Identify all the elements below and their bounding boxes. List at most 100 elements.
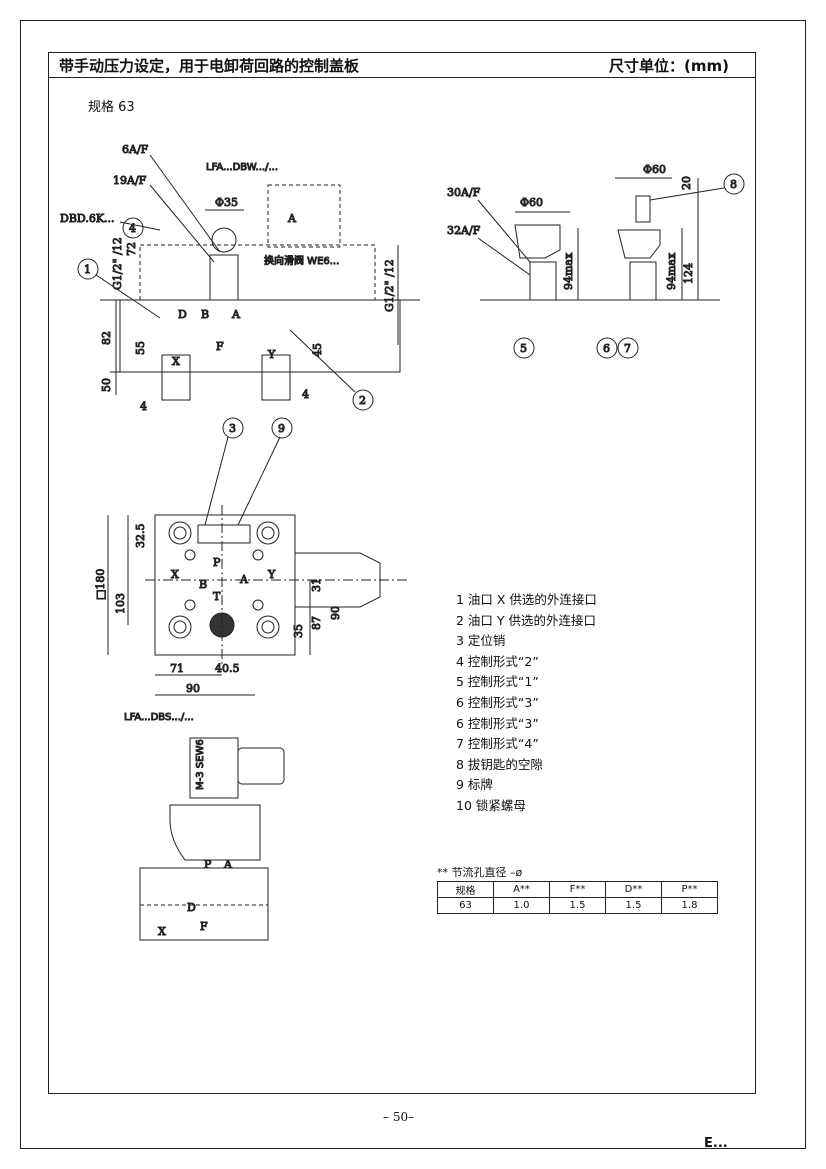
letter-f: F (216, 340, 224, 353)
lfa-dbs-label: LFA...DBS.../... (124, 712, 194, 723)
header-bar: 带手动压力设定，用于电卸荷回路的控制盖板 尺寸单位：(mm) (49, 53, 755, 78)
bolt-br (256, 615, 280, 639)
bolt-tl-inner (173, 526, 187, 540)
dim-45: 45 (311, 343, 324, 357)
dim-40-5: 40.5 (215, 662, 240, 675)
dim-55: 55 (134, 341, 147, 355)
valve-note: 换向滑阀 WE6... (264, 254, 339, 267)
callout-7: 7 (624, 342, 631, 355)
plan-letter-y: Y (267, 568, 276, 581)
ref-6af: 6A/F (122, 143, 149, 156)
dbs-letter-p: P (204, 858, 212, 871)
letter-a-valve: A (287, 212, 297, 225)
body-form3 (629, 261, 657, 301)
table-header: 规格 (437, 881, 494, 898)
port-p-hole (184, 549, 196, 561)
port-x-plug (161, 354, 191, 401)
dim-35: 35 (292, 624, 305, 638)
port-x-hole (184, 599, 196, 611)
letter-y: Y (267, 348, 276, 361)
dim-82: 82 (100, 331, 113, 345)
dim-180: □180 (94, 569, 107, 600)
plan-letter-b: B (199, 578, 207, 591)
table-cell: 1.5 (605, 897, 662, 914)
handle-form3 (617, 229, 661, 259)
dim-50: 50 (100, 378, 113, 392)
we6-outline (139, 244, 376, 301)
bolt-bl (168, 615, 192, 639)
dbs-letter-a: A (223, 858, 233, 871)
dim-71: 71 (170, 662, 184, 675)
ref-dbd: DBD.6K... (60, 212, 115, 225)
port-y-hole (252, 599, 264, 611)
orifice-table: 规格 A** F** D** P** 63 1.0 1.5 1.5 1.8 (437, 881, 718, 914)
legend-item: 2 油口 Y 供选的外连接口 (456, 612, 597, 628)
ref-30af: 30A/F (447, 186, 481, 199)
legend-item: 6 控制形式“3” (456, 715, 539, 731)
legend-item: 6 控制形式“3” (456, 694, 539, 710)
callout-3-circle (222, 417, 244, 439)
side-view: LFA...DBW.../... A 换向滑阀 WE6... Φ35 D B A… (60, 143, 420, 414)
callout-1: 1 (84, 263, 91, 276)
leader-6af (149, 154, 221, 253)
knob-side (295, 552, 381, 608)
dim-90h: 90 (186, 682, 200, 695)
callout-2: 2 (359, 394, 366, 407)
legend-list: 1 油口 X 供选的外连接口 2 油口 Y 供选的外连接口 3 定位销 4 控制… (456, 590, 597, 817)
dim-4b: 4 (302, 388, 309, 401)
lfa-dbw-label: LFA...DBW.../... (206, 162, 278, 173)
g12-right: G1/2" /12 (383, 259, 396, 312)
letter-x: X (172, 355, 180, 368)
callout-8-circle (723, 173, 745, 195)
bolt-bl-inner (173, 620, 187, 634)
legend-item: 5 控制形式“1” (456, 674, 539, 690)
port-a-hole (252, 549, 264, 561)
dbs-letter-f: F (200, 920, 208, 933)
bolt-tr (256, 521, 280, 545)
dbs-cover (139, 867, 269, 941)
dim-32-5: 32.5 (134, 524, 147, 549)
dim-124: 124 (682, 263, 695, 284)
table-header: P** (661, 881, 718, 898)
legend-item: 1 油口 X 供选的外连接口 (456, 592, 597, 607)
nameplate (197, 524, 251, 544)
handle-form1 (514, 224, 561, 259)
leader-3 (204, 436, 229, 526)
table-cell: 1.8 (661, 897, 718, 914)
dbs-letter-d: D (187, 901, 196, 914)
key-form4 (635, 195, 651, 223)
knob (211, 227, 237, 253)
bolt-tl (168, 521, 192, 545)
valve-outline (267, 184, 341, 248)
callout-4: 4 (129, 222, 136, 235)
page-number: – 50– (383, 1110, 415, 1124)
control-forms-view: 30A/F 32A/F Φ60 94max Φ60 20 94max 124 (447, 163, 725, 301)
dim-103: 103 (114, 593, 127, 614)
legend-item: 3 定位销 (456, 633, 506, 649)
dim-94a: 94max (562, 252, 575, 290)
legend-item: 8 拔钥匙的空隙 (456, 756, 543, 772)
unit-label: 尺寸单位：(mm) (609, 57, 729, 75)
leader-8 (649, 187, 725, 201)
table-header: D** (605, 881, 662, 898)
plan-letter-x: X (171, 568, 179, 581)
ref-19af: 19A/F (113, 174, 147, 187)
legend-item: 9 标牌 (456, 777, 493, 793)
leader-2 (289, 329, 356, 393)
dim-94b: 94max (665, 252, 678, 290)
size-label: 规格 63 (88, 100, 135, 115)
plan-view: P A X Y B T □180 103 32.5 31 87 90 35 71… (94, 505, 408, 696)
callout-5: 5 (520, 342, 527, 355)
callout-3: 3 (229, 422, 236, 435)
solenoid-label: M-3 SEW6 (195, 739, 206, 790)
callout-1-circle (77, 258, 99, 280)
dbs-letter-x: X (158, 925, 166, 938)
port-y-plug (261, 354, 291, 401)
leader-1 (95, 274, 161, 319)
table-cell: 1.5 (549, 897, 606, 914)
table-note: ** 节流孔直径 –ø (437, 866, 523, 879)
g12-left: G1/2" /12 (111, 237, 124, 290)
bolt-br-inner (261, 620, 275, 634)
pilot-body (169, 804, 261, 861)
